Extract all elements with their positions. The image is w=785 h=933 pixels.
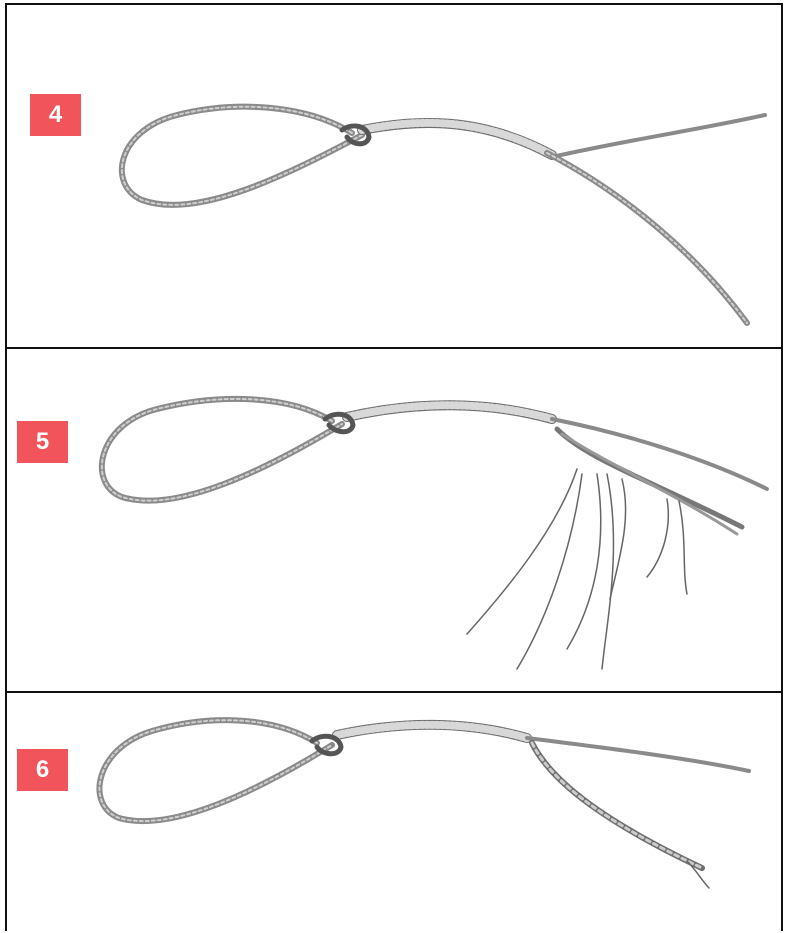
standing-line	[552, 419, 767, 489]
wrap-texture	[362, 123, 552, 155]
standing-line	[552, 115, 765, 157]
loose-fiber	[679, 501, 687, 594]
step-5-illustration	[7, 349, 783, 693]
step-4-illustration	[7, 5, 783, 349]
step-6-panel: 6	[5, 691, 783, 931]
loose-fiber	[467, 469, 577, 634]
loose-fiber	[647, 499, 668, 577]
step-5-panel: 5	[5, 347, 783, 693]
loop-rope	[102, 399, 342, 501]
loose-fiber	[567, 474, 601, 649]
tail-rope-texture	[547, 153, 747, 323]
step-6-illustration	[7, 693, 783, 933]
step-4-panel: 4	[5, 3, 783, 349]
braided-tail	[532, 743, 702, 868]
tail-rope	[547, 153, 747, 323]
loose-fiber	[602, 474, 613, 669]
standing-line	[527, 738, 749, 771]
braid-strand	[562, 434, 737, 534]
braided-tail-texture	[532, 743, 702, 868]
